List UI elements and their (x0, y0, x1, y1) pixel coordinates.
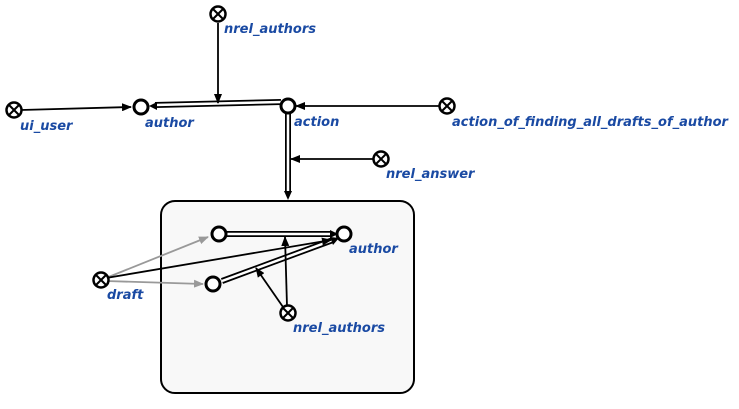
label-nrel-authors-top: nrel_authors (224, 22, 316, 37)
node-draft[interactable] (92, 271, 110, 289)
edge-draft-author[interactable] (105, 237, 332, 279)
node-nrel-answer[interactable] (372, 150, 390, 168)
node-inner-1[interactable] (210, 225, 228, 243)
edge-inner-n1-author[interactable] (227, 230, 338, 238)
edge-action-author[interactable] (149, 99, 282, 110)
node-inner-2[interactable] (204, 275, 222, 293)
label-action: action (294, 115, 339, 130)
edge-ui-user-author[interactable] (20, 103, 132, 112)
edge-draft-n2[interactable] (105, 279, 204, 288)
label-author-inner: author (349, 242, 399, 257)
label-author-top: author (145, 116, 195, 131)
node-ui-user[interactable] (5, 101, 23, 119)
edge-nrel-authors-inner-2[interactable] (255, 267, 284, 308)
node-author-inner[interactable] (335, 225, 353, 243)
label-nrel-authors-inner: nrel_authors (293, 321, 385, 336)
node-action[interactable] (279, 97, 297, 115)
edge-draft-n1[interactable] (105, 236, 209, 279)
node-action-class[interactable] (438, 97, 456, 115)
node-nrel-authors-top[interactable] (209, 5, 227, 23)
node-author-top[interactable] (132, 98, 150, 116)
label-action-class: action_of_finding_all_drafts_of_author (452, 115, 730, 130)
edge-action-contour[interactable] (284, 113, 292, 200)
node-nrel-authors-inner[interactable] (279, 304, 297, 322)
label-nrel-answer: nrel_answer (386, 167, 476, 182)
label-ui-user: ui_user (20, 119, 74, 134)
label-draft: draft (107, 288, 144, 303)
edge-inner-n2-author[interactable] (220, 237, 339, 284)
